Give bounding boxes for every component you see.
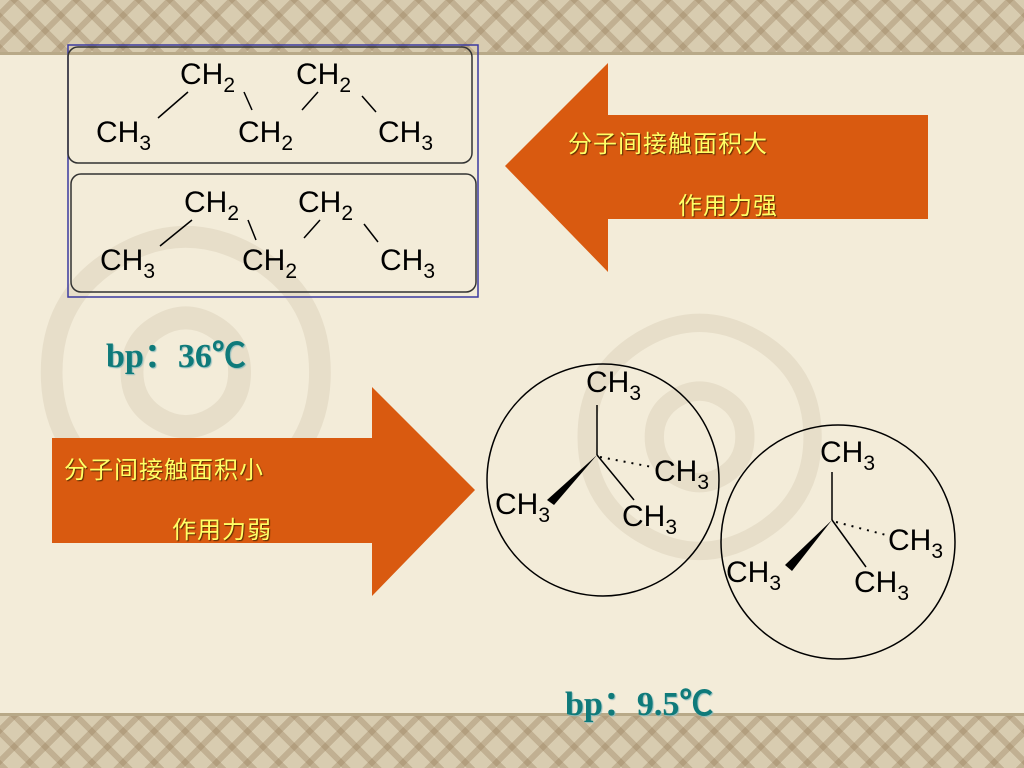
neopentane-2-hash-bond [835,521,887,536]
boiling-point-neopentane: bp：9.5℃ [565,686,714,723]
molecule-2-ch2-mid: CH2 [242,244,297,283]
molecule-1-ch3-right: CH3 [378,116,433,155]
top-decorative-border [0,0,1024,52]
molecule-1-ch2-mid: CH2 [238,116,293,155]
neopentane-2-ch3-left: CH3 [726,556,781,595]
neopentane-2-ch3-right: CH3 [888,524,943,563]
left-arrow-label-line1: 分子间接触面积大 [568,130,768,158]
neopentane-1-ch3-left: CH3 [495,488,550,527]
left-pointing-arrow [505,63,928,272]
neopentane-1-hash-bond [599,456,653,468]
molecule-2-ch2-b: CH2 [298,186,353,225]
molecule-2-ch3-right: CH3 [380,244,435,283]
neopentane-1-ch3-top: CH3 [586,366,641,405]
neopentane-1-circle [486,363,720,597]
bottom-border-line [0,713,1024,716]
neopentane-2-ch3-top: CH3 [820,436,875,475]
neopentane-1-wedge-bond [547,455,597,505]
left-arrow-label-line2: 作用力强 [678,192,778,220]
bottom-decorative-border [0,716,1024,768]
molecule-1-ch3-left: CH3 [96,116,151,155]
molecule-1-ch2-b: CH2 [296,58,351,97]
right-arrow-label-line2: 作用力弱 [172,516,272,544]
neopentane-2-ch3-bottom: CH3 [854,566,909,605]
molecule-1-bonds [157,91,377,119]
neopentane-1-ch3-right: CH3 [654,455,709,494]
molecule-1-box [67,46,473,164]
neopentane-1-bond-bottom [596,454,635,501]
neopentane-2-wedge-bond [785,520,832,571]
top-border-line [0,52,1024,55]
molecule-2-ch2-a: CH2 [184,186,239,225]
neopentane-2-circle [720,424,956,660]
right-arrow-label-line1: 分子间接触面积小 [64,456,264,484]
molecule-2-ch3-left: CH3 [100,244,155,283]
molecule-2-bonds [159,219,379,247]
right-pointing-arrow [52,387,475,596]
neopentane-1-ch3-bottom: CH3 [622,500,677,539]
molecule-2-box [70,173,477,293]
boiling-point-pentane: bp：36℃ [106,338,246,375]
molecule-1-ch2-a: CH2 [180,58,235,97]
top-panel-frame [67,44,479,298]
neopentane-2-bond-bottom [831,519,867,568]
